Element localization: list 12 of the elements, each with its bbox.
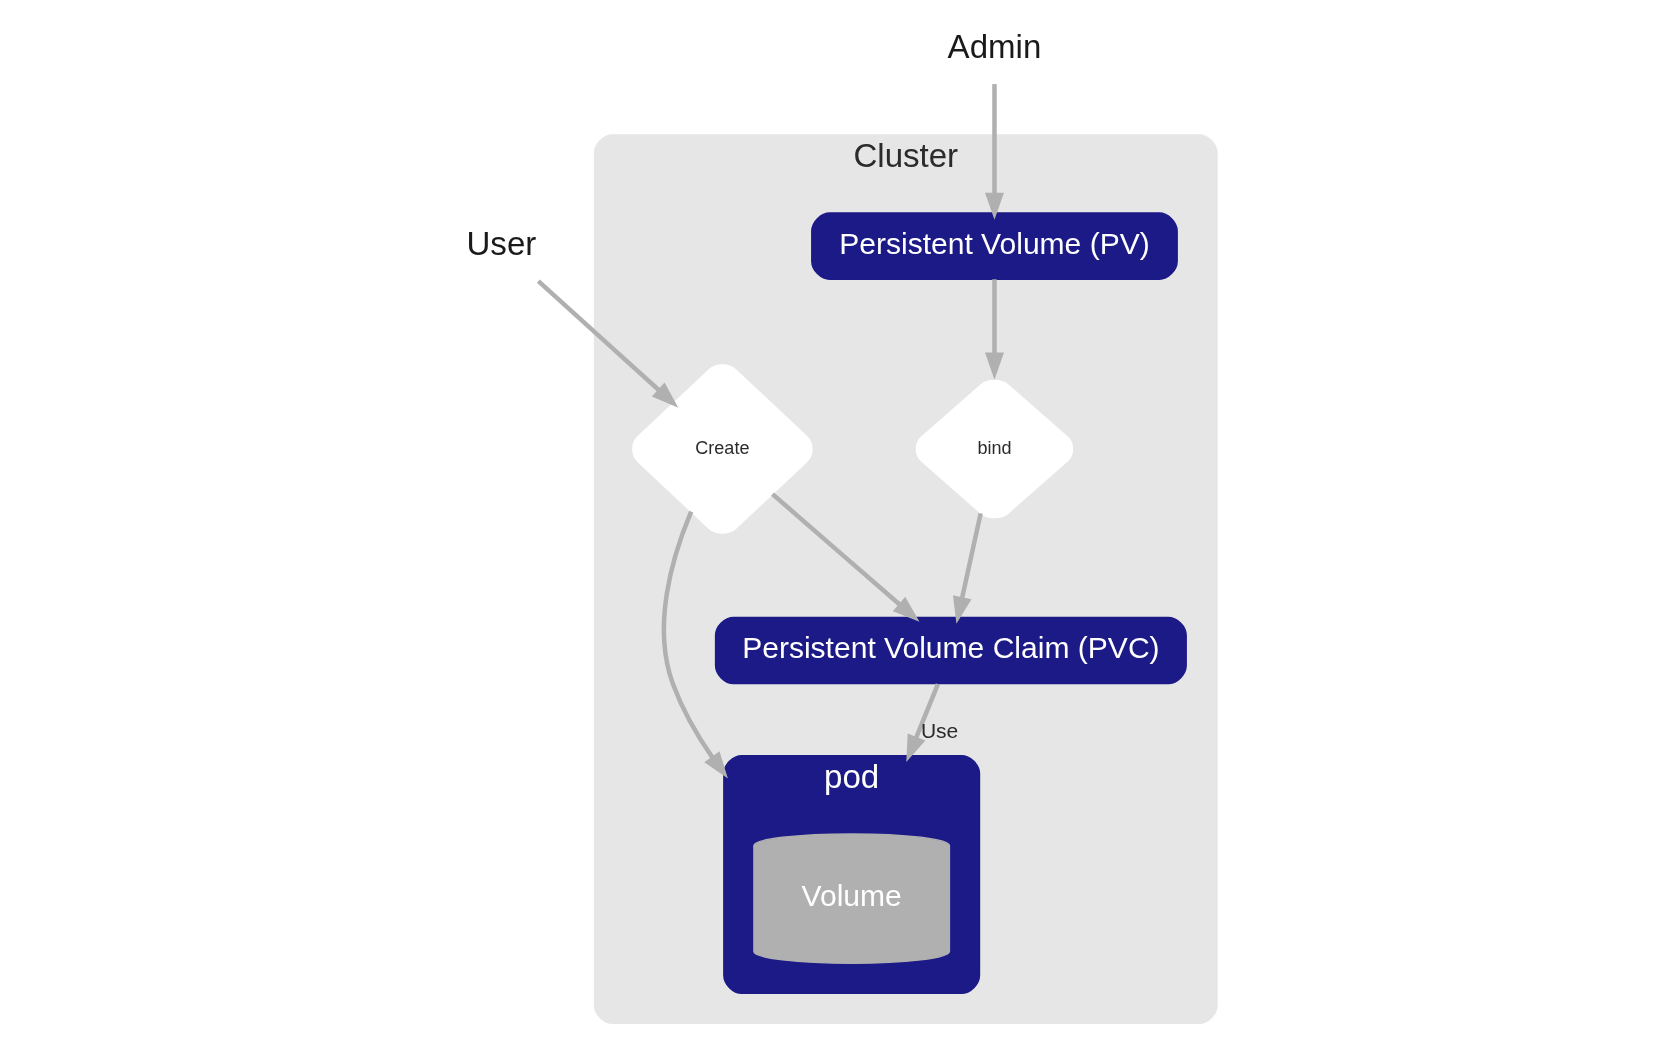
arrow (985, 279, 1004, 380)
edge-label: Use (920, 719, 959, 743)
node-box: Persistent Volume Claim (PVC) (714, 616, 1187, 685)
arrow (906, 683, 940, 763)
arrow (771, 492, 920, 622)
arrow (952, 512, 983, 624)
arrow (536, 279, 679, 408)
arrow (661, 510, 728, 779)
arrow (985, 84, 1004, 220)
node-text: Admin (947, 27, 1042, 65)
node-box: Persistent Volume (PV) (811, 212, 1178, 280)
node-text: User (466, 224, 537, 262)
